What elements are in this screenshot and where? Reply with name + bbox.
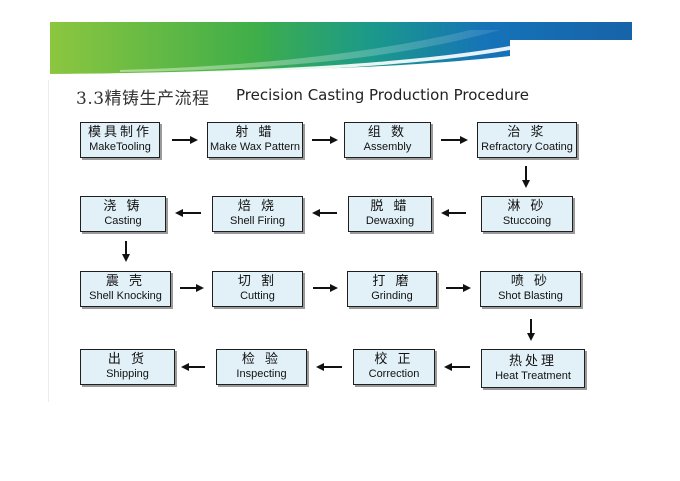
step-refractory-coating: 治 浆 Refractory Coating <box>477 122 577 158</box>
step-label-cn: 模具制作 <box>87 125 152 141</box>
step-label-en: Inspecting <box>236 368 287 381</box>
step-label-cn: 脱 蜡 <box>370 199 410 215</box>
step-shipping: 出 货 Shipping <box>80 349 175 385</box>
step-shell-knocking: 震 壳 Shell Knocking <box>80 271 171 307</box>
section-title-chinese: 3.3精铸生产流程 <box>76 89 210 109</box>
step-label-en: Stuccoing <box>502 215 552 228</box>
page-margin-rule <box>48 80 49 402</box>
step-label-en: Casting <box>104 215 142 228</box>
step-label-en: Grinding <box>371 290 413 303</box>
step-heat-treatment: 热处理 Heat Treatment <box>481 349 585 388</box>
step-label-cn: 校 正 <box>374 352 414 368</box>
step-label-cn: 热处理 <box>508 353 557 369</box>
step-label-cn: 淋 砂 <box>507 199 547 215</box>
step-label-en: Dewaxing <box>365 215 415 228</box>
step-label-cn: 喷 砂 <box>510 274 551 290</box>
step-assembly: 组 数 Assembly <box>344 122 431 158</box>
step-label-cn: 切 割 <box>237 274 278 290</box>
step-make-tooling: 模具制作 MakeTooling <box>80 122 160 158</box>
step-label-cn: 焙 烧 <box>237 199 278 215</box>
step-casting: 浇 铸 Casting <box>80 196 166 232</box>
step-label-en: Shipping <box>106 368 149 381</box>
step-label-cn: 射 蜡 <box>235 125 275 141</box>
step-label-cn: 治 浆 <box>507 125 547 141</box>
step-label-cn: 浇 铸 <box>103 199 143 215</box>
step-correction: 校 正 Correction <box>353 349 435 385</box>
step-inspecting: 检 验 Inspecting <box>216 349 307 385</box>
step-label-en: Shot Blasting <box>498 290 563 303</box>
step-label-en: Correction <box>368 368 420 381</box>
step-label-en: Assembly <box>363 141 412 154</box>
section-title-english: Precision Casting Production Procedure <box>236 86 529 104</box>
step-shot-blasting: 喷 砂 Shot Blasting <box>480 271 581 307</box>
header-banner <box>50 22 632 78</box>
step-label-en: MakeTooling <box>89 141 151 154</box>
step-dewaxing: 脱 蜡 Dewaxing <box>348 196 432 232</box>
step-label-en: Shell Knocking <box>89 290 162 303</box>
step-cutting: 切 割 Cutting <box>212 271 303 307</box>
step-stuccoing: 淋 砂 Stuccoing <box>481 196 573 232</box>
step-label-cn: 组 数 <box>367 125 408 141</box>
step-shell-firing: 焙 烧 Shell Firing <box>212 196 303 232</box>
step-grinding: 打 磨 Grinding <box>347 271 437 307</box>
step-label-en: Refractory Coating <box>481 141 573 154</box>
step-label-cn: 震 壳 <box>105 274 146 290</box>
step-label-en: Heat Treatment <box>495 369 571 382</box>
step-label-cn: 打 磨 <box>372 274 412 290</box>
step-label-en: Cutting <box>240 290 275 303</box>
step-label-en: Make Wax Pattern <box>209 141 301 154</box>
step-label-cn: 出 货 <box>107 352 148 368</box>
step-label-en: Shell Firing <box>229 215 286 228</box>
step-label-cn: 检 验 <box>241 352 282 368</box>
step-make-wax-pattern: 射 蜡 Make Wax Pattern <box>207 122 303 158</box>
